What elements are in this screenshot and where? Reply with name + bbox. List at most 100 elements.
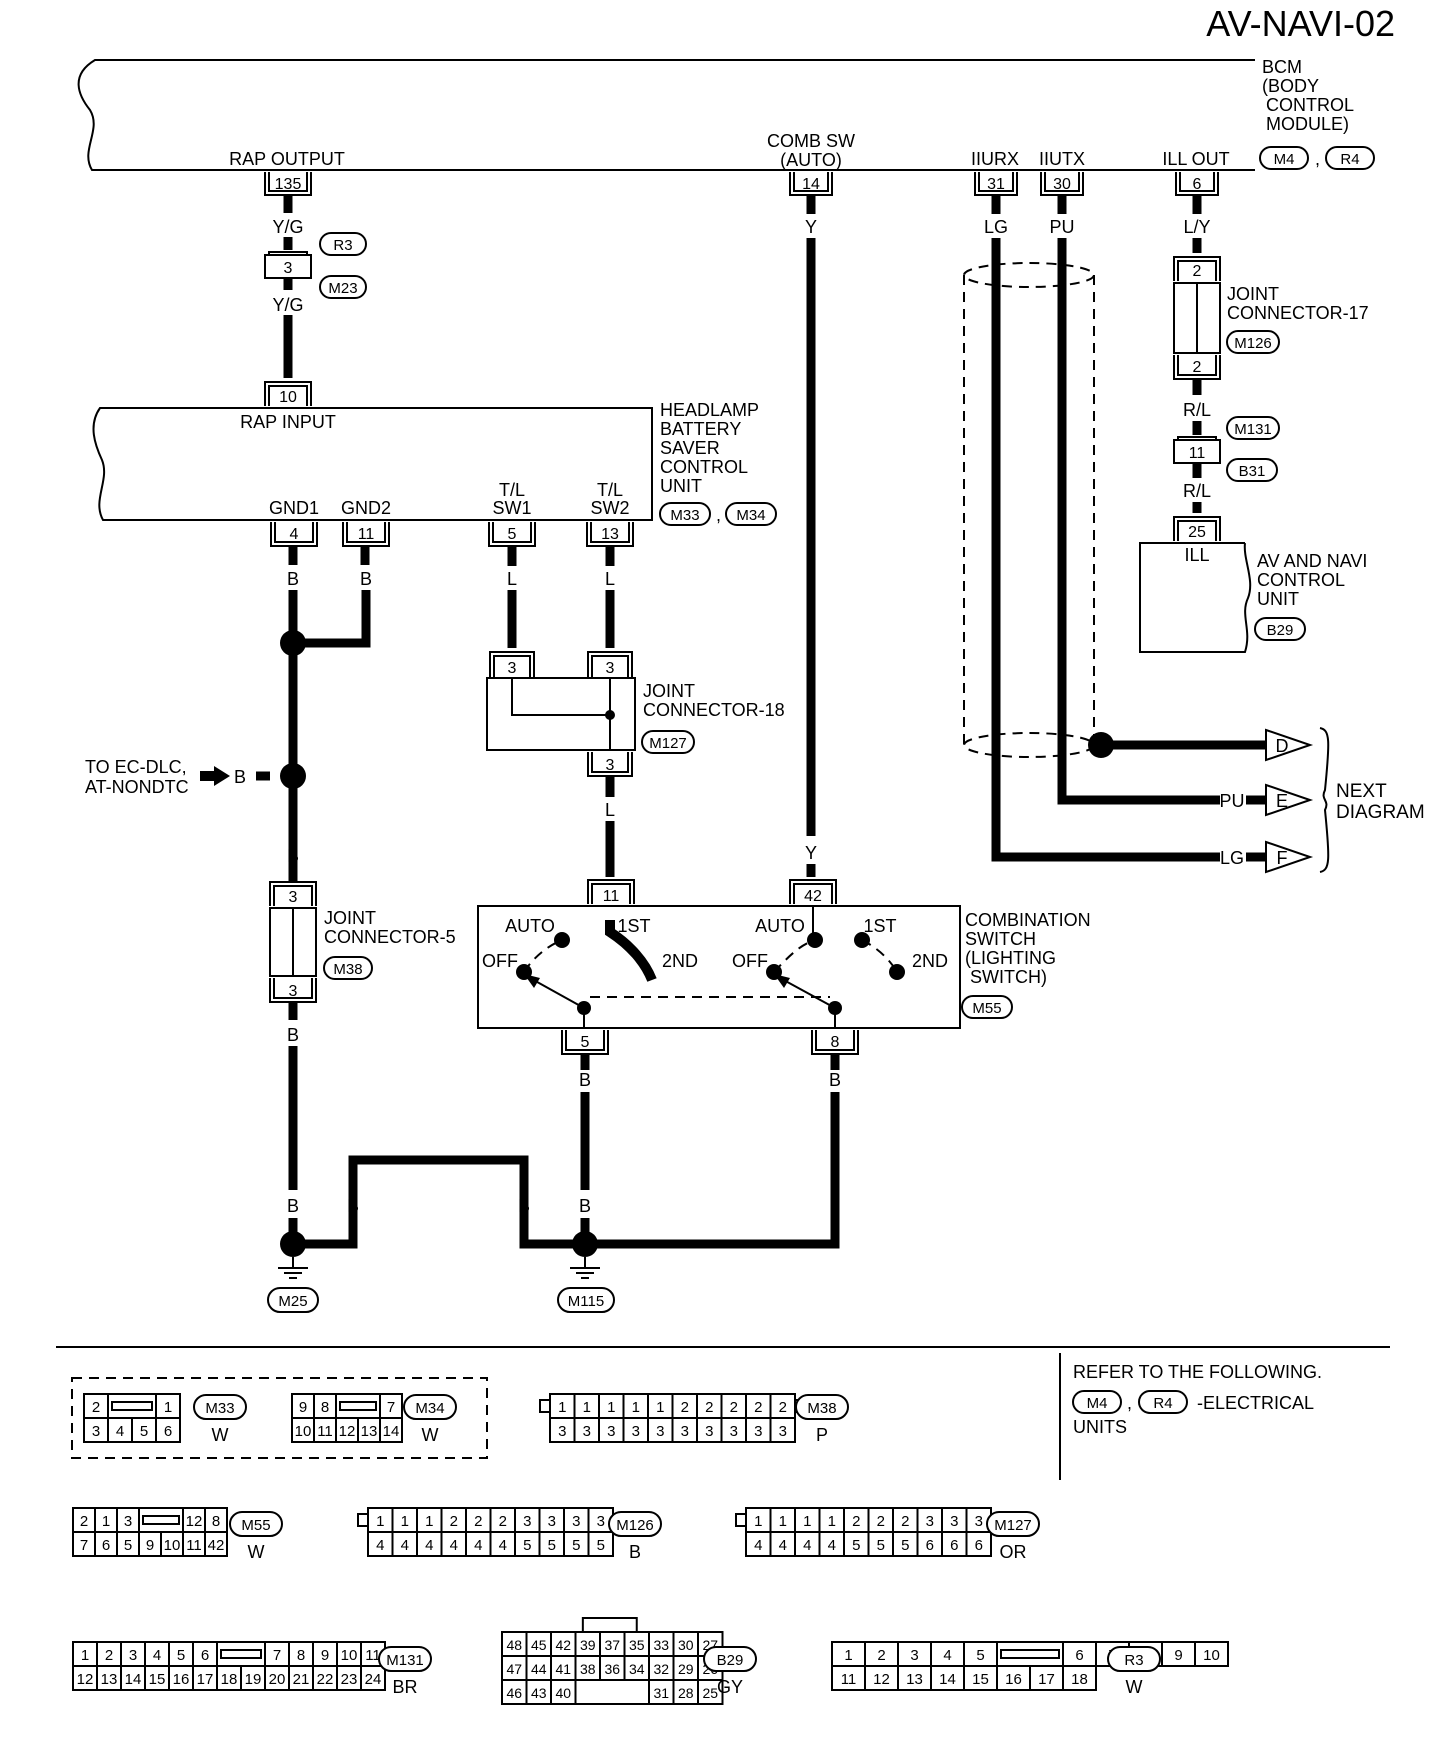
pin-box: 135: [264, 172, 312, 196]
connector-pin-number: 6: [164, 1423, 172, 1440]
connector-pin-number: 33: [653, 1637, 669, 1653]
connector-pin-number: 4: [779, 1537, 787, 1554]
svg-text:M25: M25: [278, 1293, 307, 1310]
svg-text:NEXT: NEXT: [1336, 781, 1387, 802]
connector-id: M127: [994, 1517, 1032, 1534]
svg-text:31: 31: [987, 176, 1005, 193]
connector-pin-number: 38: [580, 1661, 596, 1677]
svg-text:CONTROL: CONTROL: [660, 457, 748, 477]
joint-connector-5: 3 3 JOINT CONNECTOR-5 M38: [269, 881, 456, 1003]
connector-pin-number: 6: [102, 1537, 110, 1554]
svg-text:(LIGHTING: (LIGHTING: [965, 948, 1056, 968]
svg-text:RAP INPUT: RAP INPUT: [240, 412, 336, 432]
connector-pin-number: 3: [950, 1513, 958, 1530]
svg-text:R4: R4: [1153, 1395, 1172, 1412]
connector-pin-number: 3: [597, 1513, 605, 1530]
svg-text:CONNECTOR-18: CONNECTOR-18: [643, 700, 785, 720]
svg-text:AV AND NAVI: AV AND NAVI: [1257, 551, 1367, 571]
wire-b-gnd: B B B TO EC-DLC, AT-NONDTC B: [85, 547, 372, 883]
svg-text:8: 8: [831, 1034, 840, 1051]
pin-box: 6: [1175, 172, 1219, 196]
svg-text:11: 11: [603, 888, 620, 905]
connector-pin-number: 4: [828, 1537, 836, 1554]
connector-pin-number: 5: [976, 1647, 984, 1664]
pin-box: 31: [974, 172, 1018, 196]
svg-text:HEADLAMP: HEADLAMP: [660, 400, 759, 420]
svg-text:R/L: R/L: [1183, 481, 1211, 501]
ground-m115: M115: [557, 1231, 615, 1313]
connector-pin-number: 3: [558, 1423, 566, 1440]
connector-pin-number: 5: [523, 1537, 531, 1554]
pin-box: 10: [264, 381, 312, 406]
connector-pin-number: 1: [754, 1513, 762, 1530]
connector-color: BR: [392, 1677, 417, 1697]
connector-pin-number: 2: [779, 1399, 787, 1416]
connector-pin-number: 47: [506, 1661, 522, 1677]
svg-text:M23: M23: [328, 280, 357, 297]
terminal-label: IIURX: [971, 149, 1019, 169]
svg-text:B: B: [518, 1196, 530, 1216]
connector-pin-number: 1: [844, 1647, 852, 1664]
connector-pin-number: 10: [295, 1423, 312, 1440]
connector-pin-number: 28: [678, 1685, 694, 1701]
connector-pin-number: 22: [317, 1671, 334, 1688]
connector-pin-number: 10: [164, 1537, 181, 1554]
connector-pin-number: 6: [950, 1537, 958, 1554]
svg-text:M4: M4: [1274, 151, 1295, 168]
svg-text:13: 13: [601, 526, 619, 543]
svg-text:CONTROL: CONTROL: [1257, 570, 1345, 590]
connector-pin-number: 1: [828, 1513, 836, 1530]
connector-pin-number: 6: [201, 1647, 209, 1664]
connector-pin-number: 9: [146, 1537, 154, 1554]
svg-text:UNITS: UNITS: [1073, 1417, 1127, 1437]
connector-pin-number: 8: [321, 1399, 329, 1416]
connector-pin-number: 36: [604, 1661, 620, 1677]
connector-pin-number: 4: [474, 1537, 482, 1554]
svg-text:30: 30: [1053, 176, 1071, 193]
svg-text:JOINT: JOINT: [324, 908, 376, 928]
connector-pin-number: 1: [803, 1513, 811, 1530]
connector-pin-number: 16: [173, 1671, 190, 1688]
svg-text:3: 3: [606, 757, 615, 774]
svg-text:PU: PU: [1219, 791, 1244, 811]
connector-pin-number: 44: [531, 1661, 547, 1677]
connector-pin-number: 39: [580, 1637, 596, 1653]
svg-text:135: 135: [275, 176, 302, 193]
connector-pin-number: 14: [383, 1423, 400, 1440]
svg-text:UNIT: UNIT: [1257, 589, 1299, 609]
svg-text:D: D: [1276, 736, 1289, 756]
connector-pin-number: 6: [1075, 1647, 1083, 1664]
connector-pin-number: 35: [629, 1637, 645, 1653]
connector-pin-number: 2: [681, 1399, 689, 1416]
svg-text:T/L: T/L: [499, 480, 525, 500]
joint-connector-17: 2 2 JOINT CONNECTOR-17 M126: [1173, 256, 1369, 380]
connector-pin-number: 2: [105, 1647, 113, 1664]
svg-text:5: 5: [508, 526, 517, 543]
connector-face-b29: 4845423937353330274744413836343229264643…: [501, 1617, 757, 1705]
connector-pin-number: 11: [317, 1423, 333, 1440]
svg-text:6: 6: [1193, 176, 1202, 193]
bcm-connector-r4: R4: [1325, 146, 1375, 170]
connector-pin-number: 3: [975, 1513, 983, 1530]
connector-pin-number: 4: [116, 1423, 124, 1440]
bcm-connector-m4: M4: [1259, 146, 1309, 170]
svg-text:1ST: 1ST: [863, 916, 896, 936]
svg-text:B29: B29: [1267, 622, 1294, 639]
connector-pin-number: 3: [583, 1423, 591, 1440]
connector-pin-number: 6: [926, 1537, 934, 1554]
svg-text:B: B: [579, 1070, 591, 1090]
ground-m25: M25: [267, 1231, 319, 1313]
svg-text:PU: PU: [1049, 217, 1074, 237]
svg-text:COMBINATION: COMBINATION: [965, 910, 1091, 930]
connector-pin-number: 2: [499, 1513, 507, 1530]
connector-pin-number: 5: [572, 1537, 580, 1554]
connector-pin-number: 1: [607, 1399, 615, 1416]
connector-pin-number: 42: [555, 1637, 571, 1653]
svg-text:E: E: [1276, 791, 1288, 811]
connector-pin-number: 5: [852, 1537, 860, 1554]
svg-text:LG: LG: [1220, 848, 1244, 868]
terminal-label: ILL OUT: [1162, 149, 1229, 169]
